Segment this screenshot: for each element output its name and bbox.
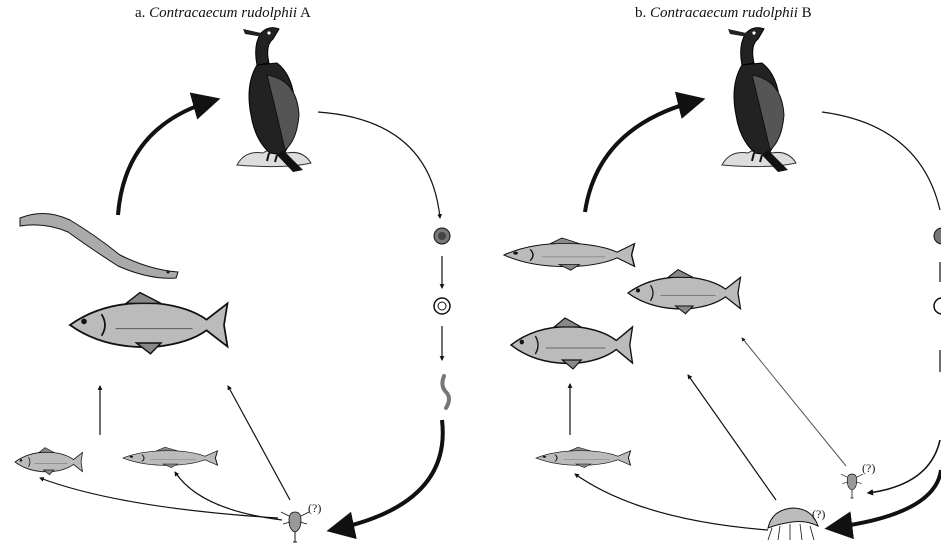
arrow-copepod-to-smelt-a — [175, 472, 282, 520]
egg-icon-b — [934, 228, 941, 244]
small-fish-icon-a — [123, 447, 218, 467]
arrow-fish-to-bird-a — [118, 100, 215, 215]
panel-b: (?) (?) — [504, 28, 941, 540]
goby-icon — [15, 448, 83, 475]
arrow-copepod-to-goby — [40, 478, 278, 518]
arrow-amphipod-to-bream — [688, 375, 776, 500]
egg-icon-a — [434, 228, 450, 244]
egg-larva-icon-a — [434, 298, 450, 314]
arrow-bird-to-egg-a — [318, 112, 440, 218]
cormorant-icon-a — [237, 28, 311, 172]
arrow-copepod-to-bass — [228, 386, 290, 500]
uncertain-marker-b-small: (?) — [862, 461, 875, 475]
whitefish-icon — [504, 238, 635, 270]
arrow-bird-to-egg-b — [822, 112, 940, 210]
amphipod-icon — [768, 508, 818, 540]
eel-icon — [20, 213, 178, 278]
copepod-icon-b — [841, 474, 863, 498]
cormorant-icon-b — [722, 28, 796, 172]
arrow-larva-to-copepod-b — [868, 440, 940, 493]
arrow-amphipod-to-smelt-b — [575, 474, 768, 530]
free-larva-icon-a — [442, 376, 449, 408]
arrow-larva-to-amphipod — [830, 470, 941, 528]
uncertain-marker-a: (?) — [308, 501, 321, 515]
uncertain-marker-b-large: (?) — [812, 507, 825, 521]
arrow-larva-to-copepod-a — [332, 420, 443, 530]
copepod-icon-a — [281, 512, 309, 542]
panel-a: (?) — [15, 28, 450, 542]
bream-icon — [511, 318, 633, 369]
carp-icon — [628, 270, 741, 314]
sea-bass-icon — [70, 293, 228, 354]
arrow-copepod-to-carp — [742, 338, 846, 466]
arrow-fish-to-bird-b — [585, 100, 700, 212]
small-fish-icon-b — [536, 447, 631, 467]
egg-larva-icon-b — [934, 298, 941, 314]
